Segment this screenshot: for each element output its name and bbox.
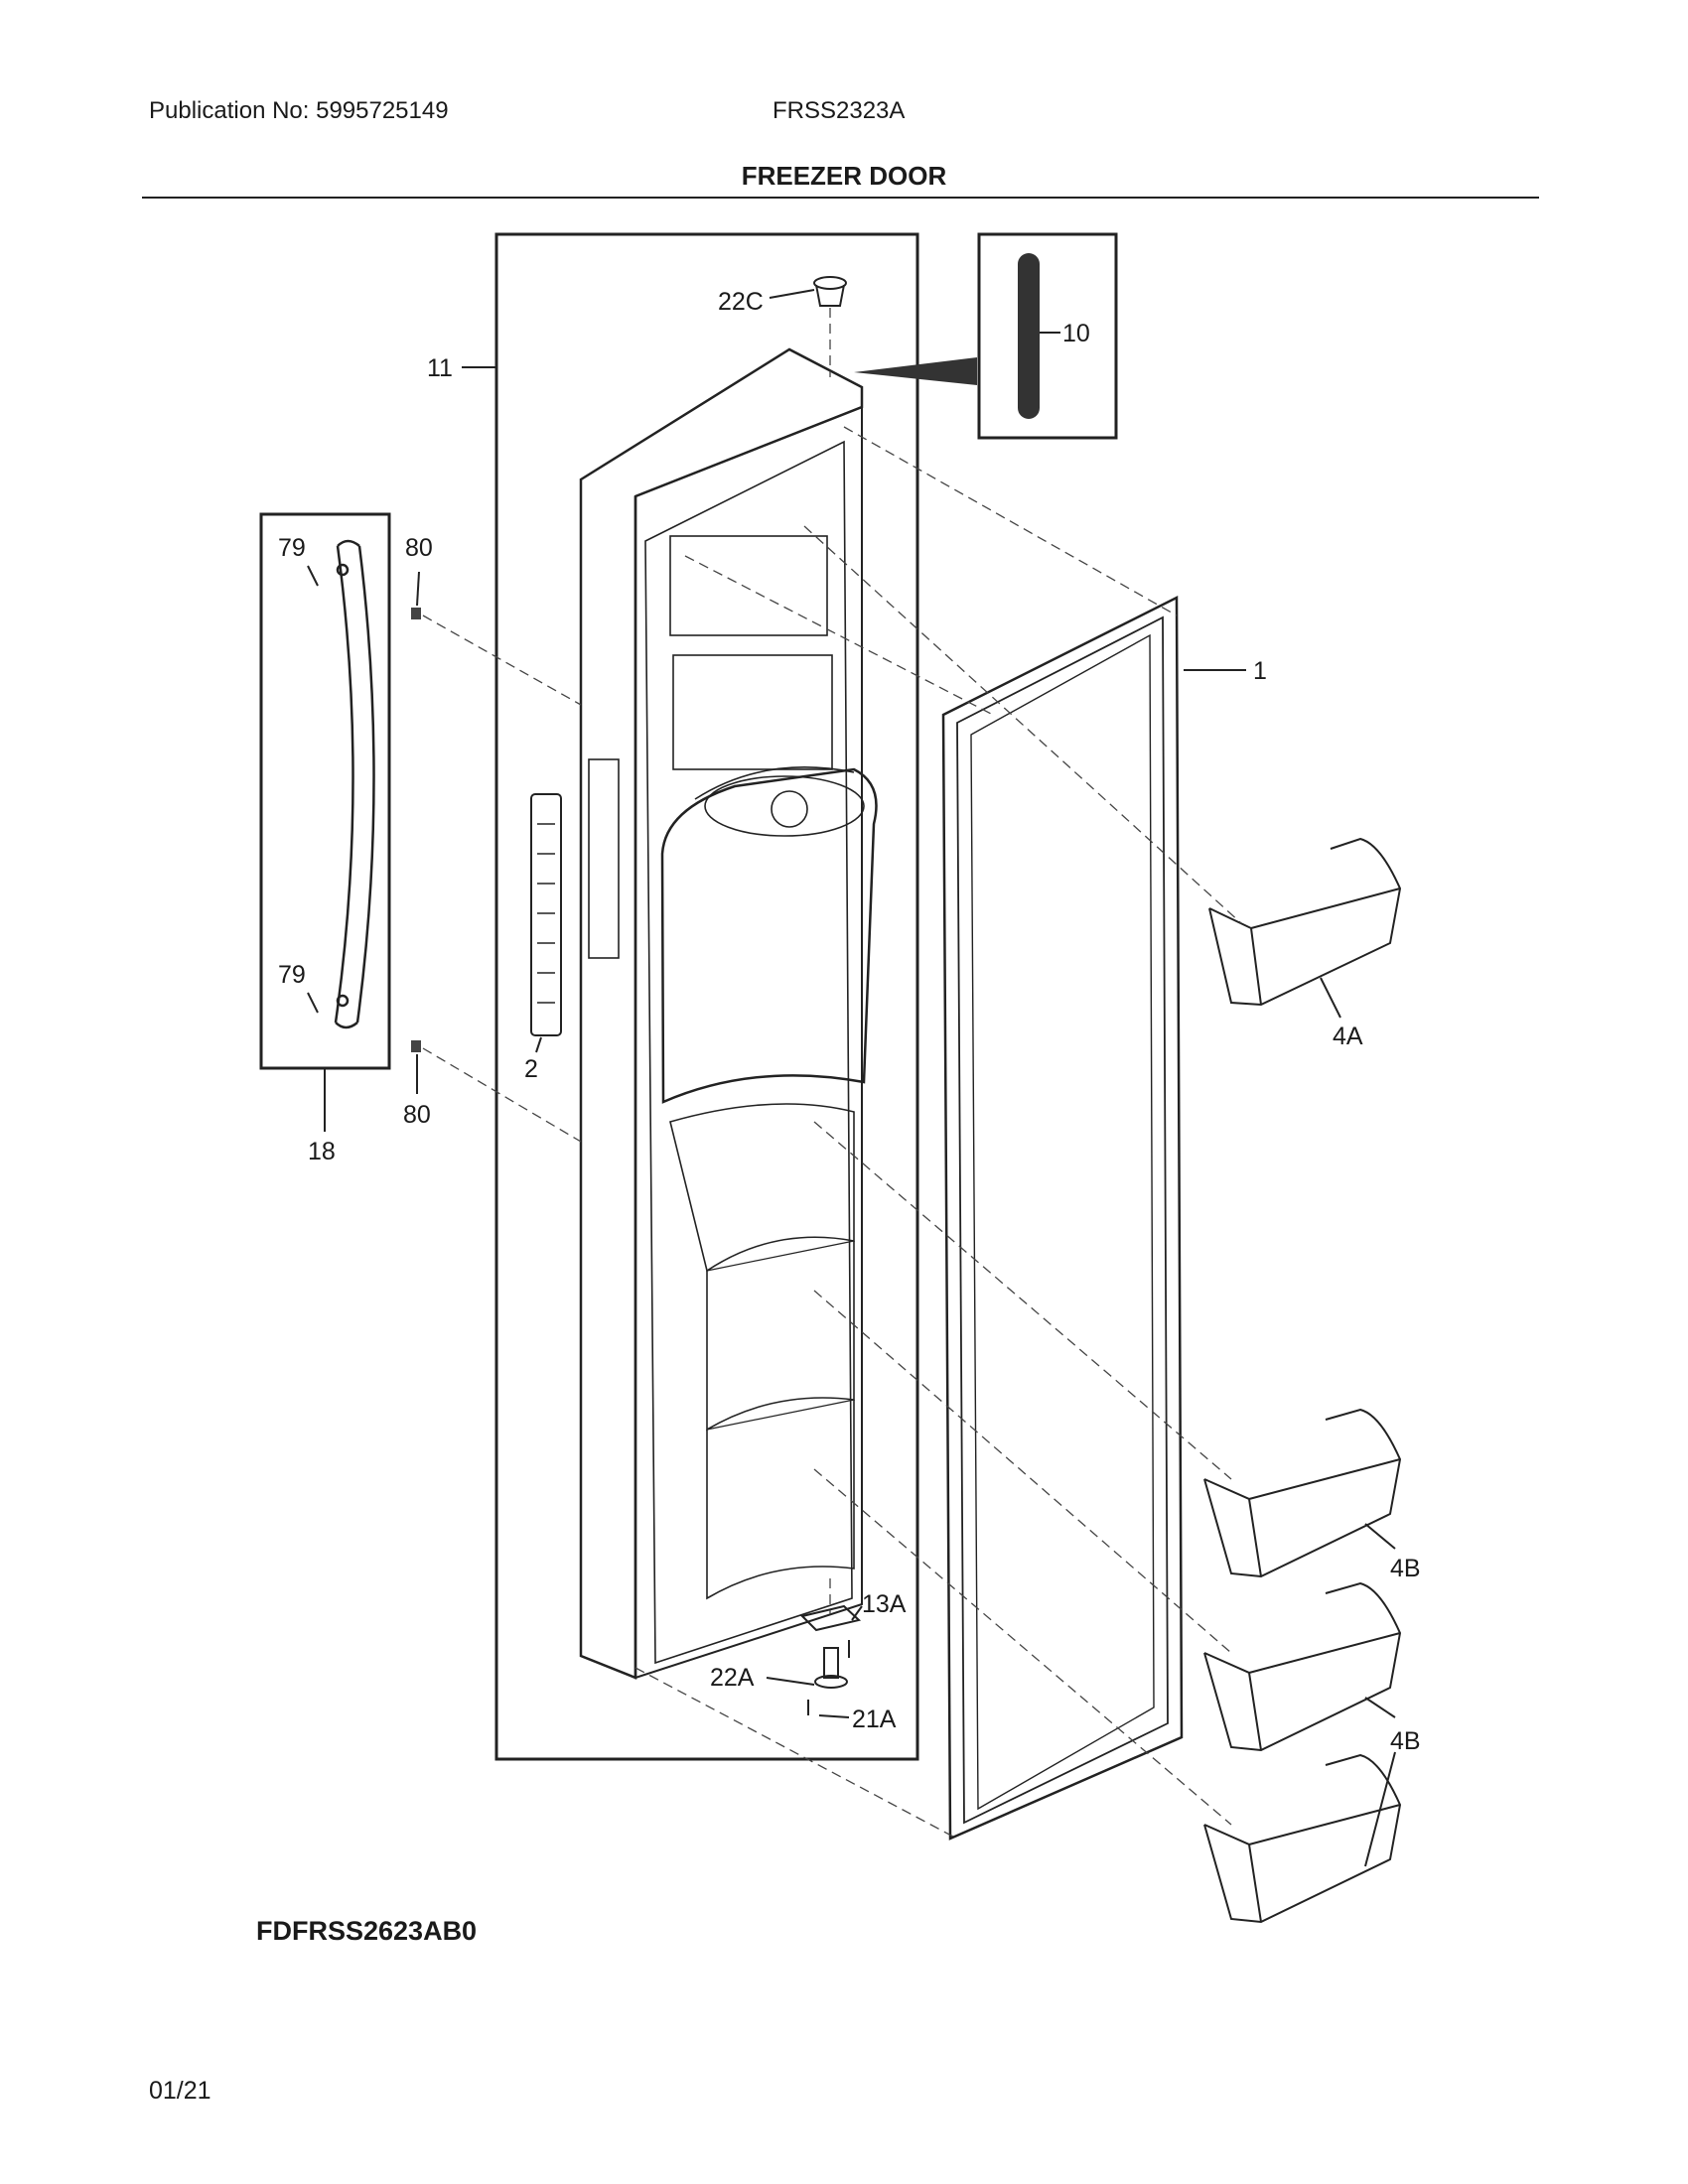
callout-4a: 4A bbox=[1333, 1023, 1363, 1050]
handle-screw-parts bbox=[411, 608, 421, 1052]
callout-1: 1 bbox=[1253, 657, 1267, 685]
assembly-guide-lines bbox=[422, 308, 1242, 1838]
door-gasket-part bbox=[941, 595, 1184, 1841]
callout-4b-lower: 4B bbox=[1390, 1727, 1421, 1755]
door-bin-4a bbox=[1208, 837, 1402, 1007]
callout-13a: 13A bbox=[862, 1590, 907, 1618]
callout-80-top: 80 bbox=[405, 534, 433, 562]
diagram-code: FDFRSS2623AB0 bbox=[256, 1916, 478, 1946]
callout-4b-upper: 4B bbox=[1390, 1555, 1421, 1582]
publication-number: Publication No: 5995725149 bbox=[149, 97, 449, 124]
door-bin-4b-lower bbox=[1203, 1753, 1402, 1924]
callout-18: 18 bbox=[308, 1138, 336, 1165]
hinge-parts bbox=[800, 1604, 862, 1715]
callout-leaders bbox=[307, 289, 1396, 1867]
door-bin-4b-middle bbox=[1203, 1581, 1402, 1752]
callout-79-bottom: 79 bbox=[278, 961, 306, 989]
vent-tube-part bbox=[1018, 253, 1040, 419]
callout-22c: 22C bbox=[718, 288, 764, 316]
callout-2: 2 bbox=[524, 1055, 538, 1083]
callout-21a: 21A bbox=[852, 1706, 897, 1733]
door-assembly-box bbox=[494, 232, 919, 1761]
page-number: 01/21 bbox=[149, 2077, 211, 2105]
callout-10: 10 bbox=[1062, 320, 1090, 347]
plug-part bbox=[813, 276, 847, 307]
door-handle-part bbox=[334, 539, 375, 1029]
model-number: FRSS2323A bbox=[773, 97, 906, 124]
callout-11: 11 bbox=[427, 354, 453, 382]
freezer-door-part bbox=[579, 347, 878, 1680]
door-bin-4b-upper bbox=[1203, 1408, 1402, 1578]
page-title: FREEZER DOOR bbox=[741, 161, 947, 191]
callout-22a: 22A bbox=[710, 1664, 755, 1692]
vent-tube-box bbox=[977, 232, 1118, 440]
callout-79-top: 79 bbox=[278, 534, 306, 562]
header-divider bbox=[142, 197, 1539, 199]
callout-80-bottom: 80 bbox=[403, 1101, 431, 1129]
control-panel-part bbox=[530, 758, 620, 1036]
inset-pointer bbox=[854, 357, 977, 385]
